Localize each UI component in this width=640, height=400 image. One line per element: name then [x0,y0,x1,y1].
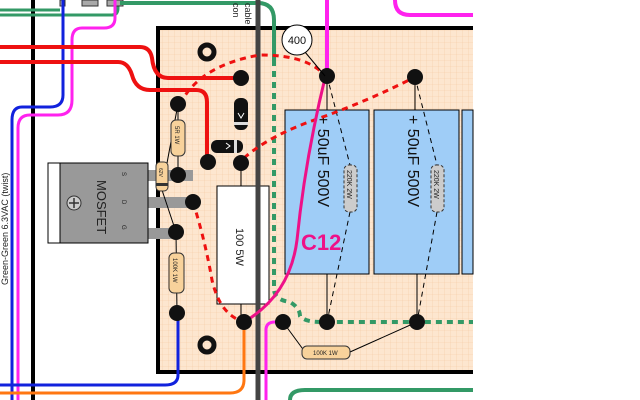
cable-label-con: con [231,3,241,18]
screw-icon [66,195,82,211]
voltage-400-label: 400 [288,35,306,47]
diode-vertical [234,98,248,130]
magenta-wire-top-right [393,0,473,17]
c12-wire [243,77,327,324]
mounting-hole-top [197,42,217,62]
diode-horizontal [211,140,243,153]
resistor-100k-gate: 100K 1W [168,252,185,294]
capacitor-3-partial [461,109,474,275]
pin-s-label: S [120,172,126,176]
resistor-100-5w-label: 100 5W [233,228,245,267]
resistor-100-5w: 100 5W [216,163,270,322]
bleeder-resistor-1: 220K 2W [343,164,358,213]
resistor-100k-gate-label: 100K 1W [171,258,177,283]
heater-wire-label: Green-Green 6.3VAC (twist) [0,173,10,285]
pin-d-label: D [120,200,126,205]
zener-62v: 62V [155,161,169,192]
bleeder1-label: 220K 2W [345,170,352,199]
resistor-100k-bleed: 100K 1W [301,345,351,360]
blue-wire-bottom [0,313,180,387]
orange-wire-bottom [0,322,246,395]
red-wire-2 [0,60,209,162]
capacitor-2: + 50uF 500V [373,109,460,275]
c12-label: C12 [301,230,341,255]
green-wire-top-left [0,0,120,17]
red-wire-1 [0,45,241,80]
magenta-heater-wire [16,0,117,400]
mosfet-label: MOSFET [94,180,109,234]
mounting-hole-bottom [197,335,217,355]
cable-label-cable: cable [243,3,253,25]
resistor-5r-label: 5R 1W [173,126,179,145]
green-wire-bottom [288,388,473,400]
cap1-label: + 50uF 500V [314,115,331,207]
turret-nodes [168,68,425,330]
cap2-label: + 50uF 500V [404,115,421,207]
pin-g-label: G [120,225,126,230]
bleeder-resistor-2: 220K 2W [430,164,445,213]
zener-label: 62V [157,168,163,178]
resistor-5r-1w: 5R 1W [170,119,186,157]
green-ground-bus [272,60,473,324]
bleeder2-label: 220K 2W [432,170,439,199]
voltage-400-marker: 400 [281,24,326,77]
resistor-100k-bleed-label: 100K 1W [313,351,338,357]
blue-heater-wire [10,0,65,400]
magenta-wire-bottom [264,320,283,400]
terminal-2 [81,0,99,7]
